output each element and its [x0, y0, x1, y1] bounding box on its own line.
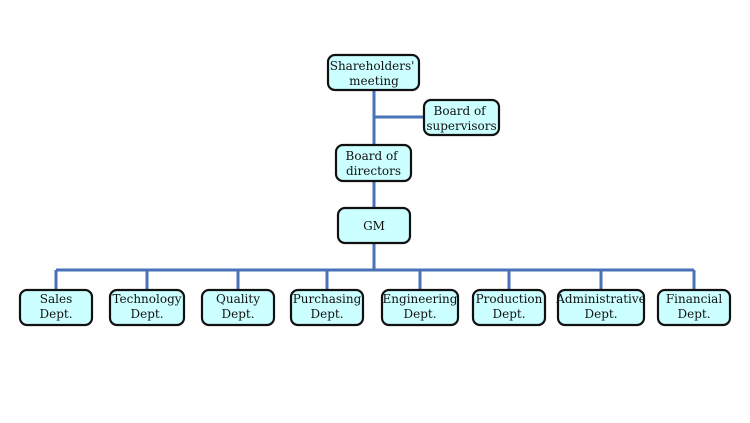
shareholders-label: Shareholders' meeting: [330, 59, 419, 88]
technology-dept-box: [108, 288, 186, 327]
node-shareholders-meeting: Shareholders' meeting: [326, 53, 421, 92]
administrative-dept-box: [556, 288, 646, 327]
quality-dept-box: [200, 288, 276, 327]
sales-dept-box: [18, 288, 94, 327]
purchasing-dept-box: [289, 288, 365, 327]
gm-label: GM: [363, 219, 385, 233]
engineering-dept-box: [380, 288, 460, 327]
connectors: [54, 90, 696, 290]
node-board-of-directors: Board of directors: [334, 143, 413, 183]
directors-label: Board of directors: [346, 149, 402, 178]
node-board-of-supervisors: Board of supervisors: [422, 98, 501, 137]
financial-dept-box: [656, 288, 732, 327]
node-gm: GM: [336, 206, 412, 245]
department-drop-lines: [54, 270, 696, 290]
supervisors-label: Board of supervisors: [426, 104, 496, 133]
production-dept-box: [471, 288, 547, 327]
